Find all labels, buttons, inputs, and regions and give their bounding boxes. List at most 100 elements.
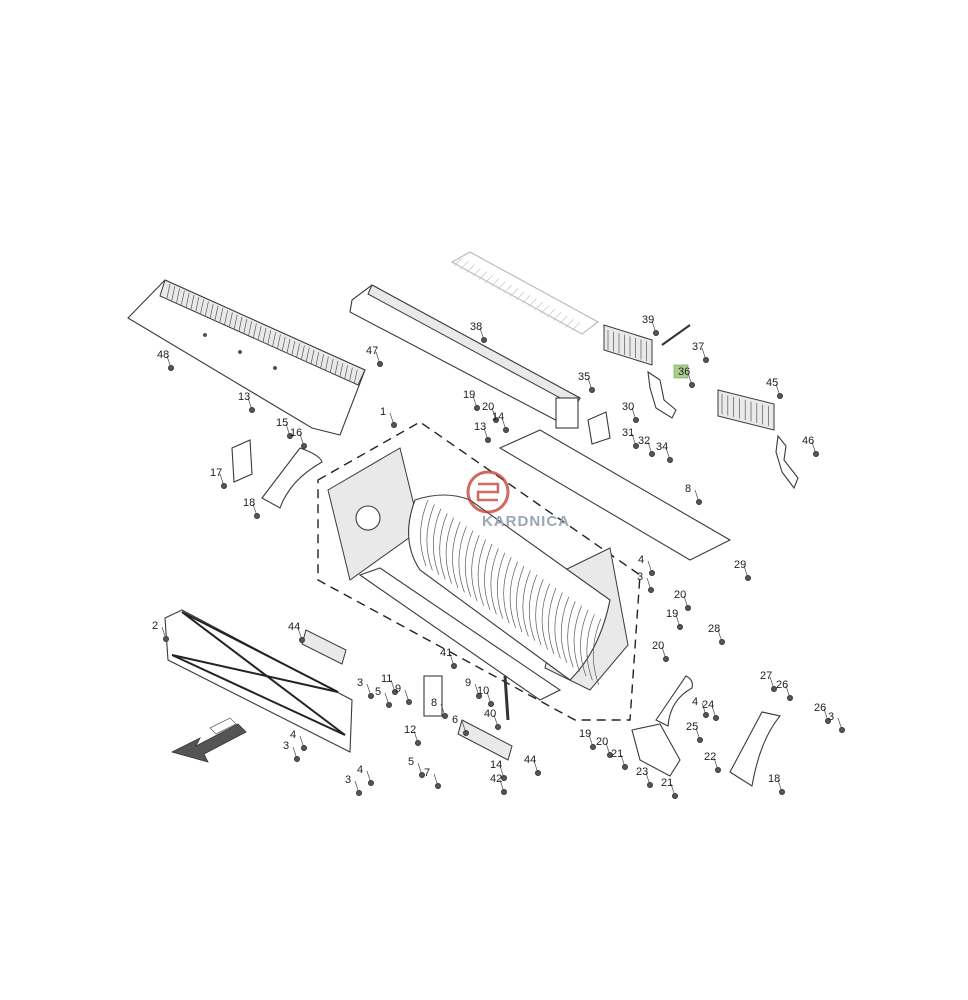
callout-label[interactable]: 27 [760, 670, 772, 682]
callout-label[interactable]: 8 [685, 483, 691, 495]
callout-label[interactable]: 4 [290, 729, 296, 741]
callout-label[interactable]: 3 [345, 774, 351, 786]
watermark-logo [466, 470, 510, 514]
callout-label[interactable]: 11 [381, 673, 392, 685]
callout-label[interactable]: 10 [477, 685, 489, 697]
callout-label[interactable]: 18 [768, 773, 780, 785]
callout-label[interactable]: 44 [288, 621, 300, 633]
fastener-icon [667, 456, 674, 463]
callout-label[interactable]: 19 [579, 728, 591, 740]
callout-label[interactable]: 8 [431, 697, 437, 709]
callout-label[interactable]: 13 [474, 421, 486, 433]
fastener-icon [607, 752, 614, 759]
callout-label[interactable]: 7 [424, 767, 430, 779]
callout-label[interactable]: 14 [492, 411, 504, 423]
callout-label[interactable]: 5 [375, 686, 381, 698]
callout-label[interactable]: 19 [463, 389, 475, 401]
fastener-icon [300, 442, 307, 449]
callout-label[interactable]: 48 [157, 349, 169, 361]
callout-label[interactable]: 31 [622, 427, 634, 439]
callout-label[interactable]: 21 [611, 748, 623, 760]
fastener-icon [494, 724, 501, 731]
callout-label[interactable]: 6 [452, 714, 458, 726]
callout-label[interactable]: 32 [638, 435, 650, 447]
part-25-curved-plate [655, 675, 693, 727]
callout-label[interactable]: 44 [524, 754, 536, 766]
callout-label[interactable]: 4 [692, 696, 698, 708]
callout-label[interactable]: 4 [357, 764, 363, 776]
callout-label[interactable]: 41 [440, 647, 452, 659]
callout-label[interactable]: 29 [734, 559, 746, 571]
callout-label[interactable]: 19 [666, 608, 678, 620]
part-48-guard-plate [127, 279, 366, 436]
fastener-icon [713, 715, 720, 722]
callout-label[interactable]: 22 [704, 751, 716, 763]
part-36-bracket [647, 370, 677, 419]
callout-label[interactable]: 20 [482, 401, 494, 413]
fastener-icon [480, 336, 487, 343]
callout-label[interactable]: 20 [674, 589, 686, 601]
fastener-icon [825, 718, 832, 725]
fastener-icon [653, 329, 660, 336]
part-29-flat-plate [498, 429, 732, 561]
callout-label[interactable]: 37 [692, 341, 704, 353]
callout-label[interactable]: 2 [152, 620, 158, 632]
callout-label[interactable]: 3 [637, 571, 643, 583]
fastener-icon [418, 772, 425, 779]
callout-label[interactable]: 38 [470, 321, 482, 333]
part-38-beam [349, 284, 581, 429]
fastener-icon [450, 663, 457, 670]
fastener-icon [300, 745, 307, 752]
callout-label[interactable]: 14 [490, 759, 502, 771]
part-44-bracket-upper [301, 629, 347, 665]
callout-label[interactable]: 9 [395, 683, 401, 695]
part-46-bracket [775, 434, 799, 490]
callout-label[interactable]: 20 [652, 640, 664, 652]
fastener-icon [500, 775, 507, 782]
callout-label[interactable]: 3 [357, 677, 363, 689]
fastener-icon [502, 426, 509, 433]
callout-label[interactable]: 34 [656, 441, 668, 453]
callout-label[interactable]: 40 [484, 708, 496, 720]
fastener-icon [677, 624, 684, 631]
fastener-icon [689, 381, 696, 388]
fastener-icon [162, 636, 169, 643]
fastener-icon [473, 404, 480, 411]
callout-label[interactable]: 13 [238, 391, 250, 403]
callout-label[interactable]: 26 [814, 702, 826, 714]
part-44-bracket-lower [457, 719, 513, 761]
callout-label[interactable]: 9 [465, 677, 471, 689]
callout-label[interactable]: 42 [490, 773, 502, 785]
fastener-icon [771, 686, 778, 693]
callout-label[interactable]: 28 [708, 623, 720, 635]
fastener-icon [253, 513, 260, 520]
callout-label[interactable]: 36 [678, 366, 690, 378]
callout-label[interactable]: 3 [283, 740, 289, 752]
callout-label[interactable]: 12 [404, 724, 416, 736]
callout-label[interactable]: 23 [636, 766, 648, 778]
callout-label[interactable]: 16 [290, 427, 302, 439]
callout-label[interactable]: 25 [686, 721, 698, 733]
callout-label[interactable]: 39 [642, 314, 654, 326]
callout-label[interactable]: 4 [638, 554, 644, 566]
callout-label[interactable]: 20 [596, 736, 608, 748]
callout-label[interactable]: 15 [276, 417, 288, 429]
callout-label[interactable]: 26 [776, 679, 788, 691]
fastener-icon [391, 689, 398, 696]
callout-label[interactable]: 5 [408, 756, 414, 768]
callout-label[interactable]: 18 [243, 497, 255, 509]
part-17-plate [231, 439, 253, 483]
fastener-icon [590, 744, 597, 751]
callout-label[interactable]: 45 [766, 377, 778, 389]
callout-label[interactable]: 30 [622, 401, 634, 413]
callout-label[interactable]: 21 [661, 777, 673, 789]
callout-label[interactable]: 17 [210, 467, 222, 479]
callout-label[interactable]: 24 [702, 699, 714, 711]
callout-label[interactable]: 35 [578, 371, 590, 383]
fastener-icon [286, 432, 293, 439]
callout-label[interactable]: 47 [366, 345, 378, 357]
callout-label[interactable]: 1 [380, 406, 386, 418]
fastener-icon [647, 782, 654, 789]
callout-label[interactable]: 46 [802, 435, 814, 447]
callout-label[interactable]: 3 [828, 711, 834, 723]
